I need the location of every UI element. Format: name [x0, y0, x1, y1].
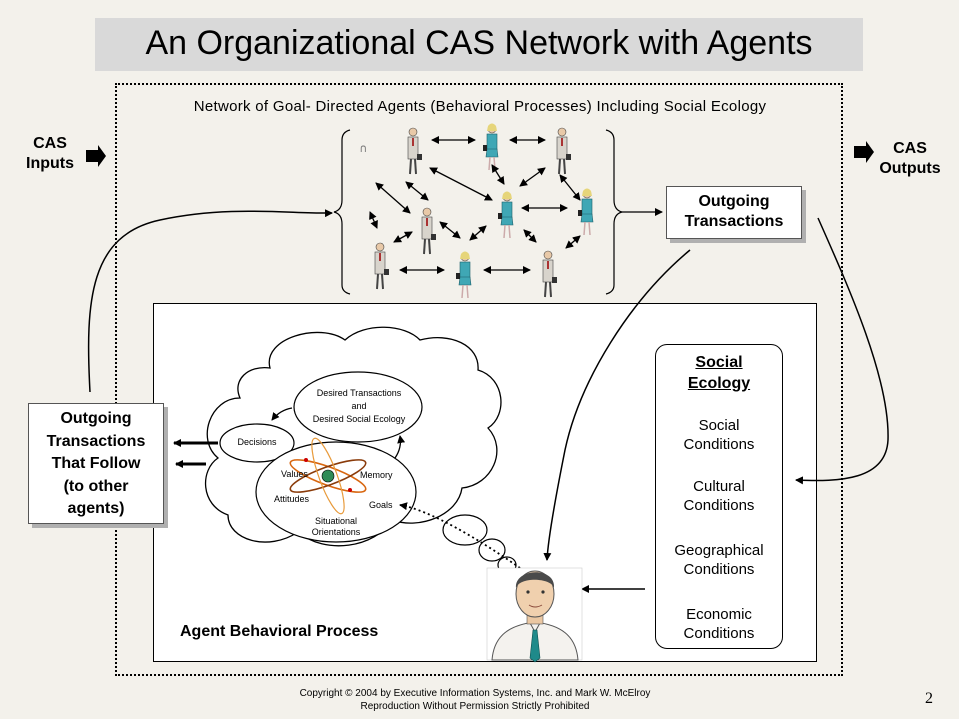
memory-label: Memory [360, 470, 393, 480]
page-title: An Organizational CAS Network with Agent… [145, 24, 813, 62]
cas-outputs-label: CAS Outputs [879, 140, 941, 177]
thought-bubble-2 [478, 538, 506, 562]
decisions-ellipse [219, 423, 295, 463]
social-ecology-heading: Social Ecology [687, 354, 751, 392]
desired-label: Desired Transactions and Desired Social … [312, 388, 406, 424]
outgoing-to-agent-arrow [543, 249, 691, 561]
goals-label: Goals [369, 500, 393, 510]
geographical-conditions-item: Geographical Conditions [674, 542, 764, 578]
feedback-arrow [87, 209, 333, 393]
page-number: 2 [925, 690, 933, 707]
cas-input-arrow-icon [86, 145, 106, 167]
agent-portrait [486, 567, 583, 663]
thought-bubble-1 [442, 514, 488, 546]
social-conditions-item: Social Conditions [683, 417, 755, 453]
agent-to-goals-arrow [399, 502, 521, 569]
situational-label: Situational Orientations [311, 516, 361, 537]
network-left-brace [333, 129, 351, 295]
attitudes-label: Attitudes [274, 494, 310, 504]
cultural-conditions-item: Cultural Conditions [683, 478, 755, 514]
outgoing-to-ecology-arrow [795, 217, 889, 485]
network-arrows [369, 136, 581, 274]
core-to-desired-arrow [394, 435, 406, 459]
economic-conditions-item: Economic Conditions [683, 606, 755, 642]
cas-boundary [115, 83, 843, 676]
outgoing-transactions-box: Outgoing Transactions [666, 186, 802, 239]
decisions-label: Decisions [237, 437, 277, 447]
outgoing-follow-box: Outgoing Transactions That Follow (to ot… [28, 403, 164, 524]
network-right-brace [605, 129, 623, 295]
values-label: Values [281, 469, 308, 479]
small-glyph-icon: ᑎ [360, 144, 367, 154]
desired-ellipse [293, 371, 423, 443]
cas-inputs-label: CAS Inputs [26, 135, 74, 172]
social-ecology-box [655, 344, 783, 649]
network-title: Network of Goal- Directed Agents (Behavi… [193, 98, 767, 115]
agent-process-label: Agent Behavioral Process [180, 623, 379, 640]
atom-icon [289, 437, 367, 515]
core-ellipse [255, 441, 417, 543]
cas-output-arrow-icon [854, 141, 874, 163]
copyright-footer: Copyright © 2004 by Executive Informatio… [299, 688, 651, 712]
desired-to-decisions-arrow [271, 407, 293, 421]
title-bar [95, 18, 863, 71]
